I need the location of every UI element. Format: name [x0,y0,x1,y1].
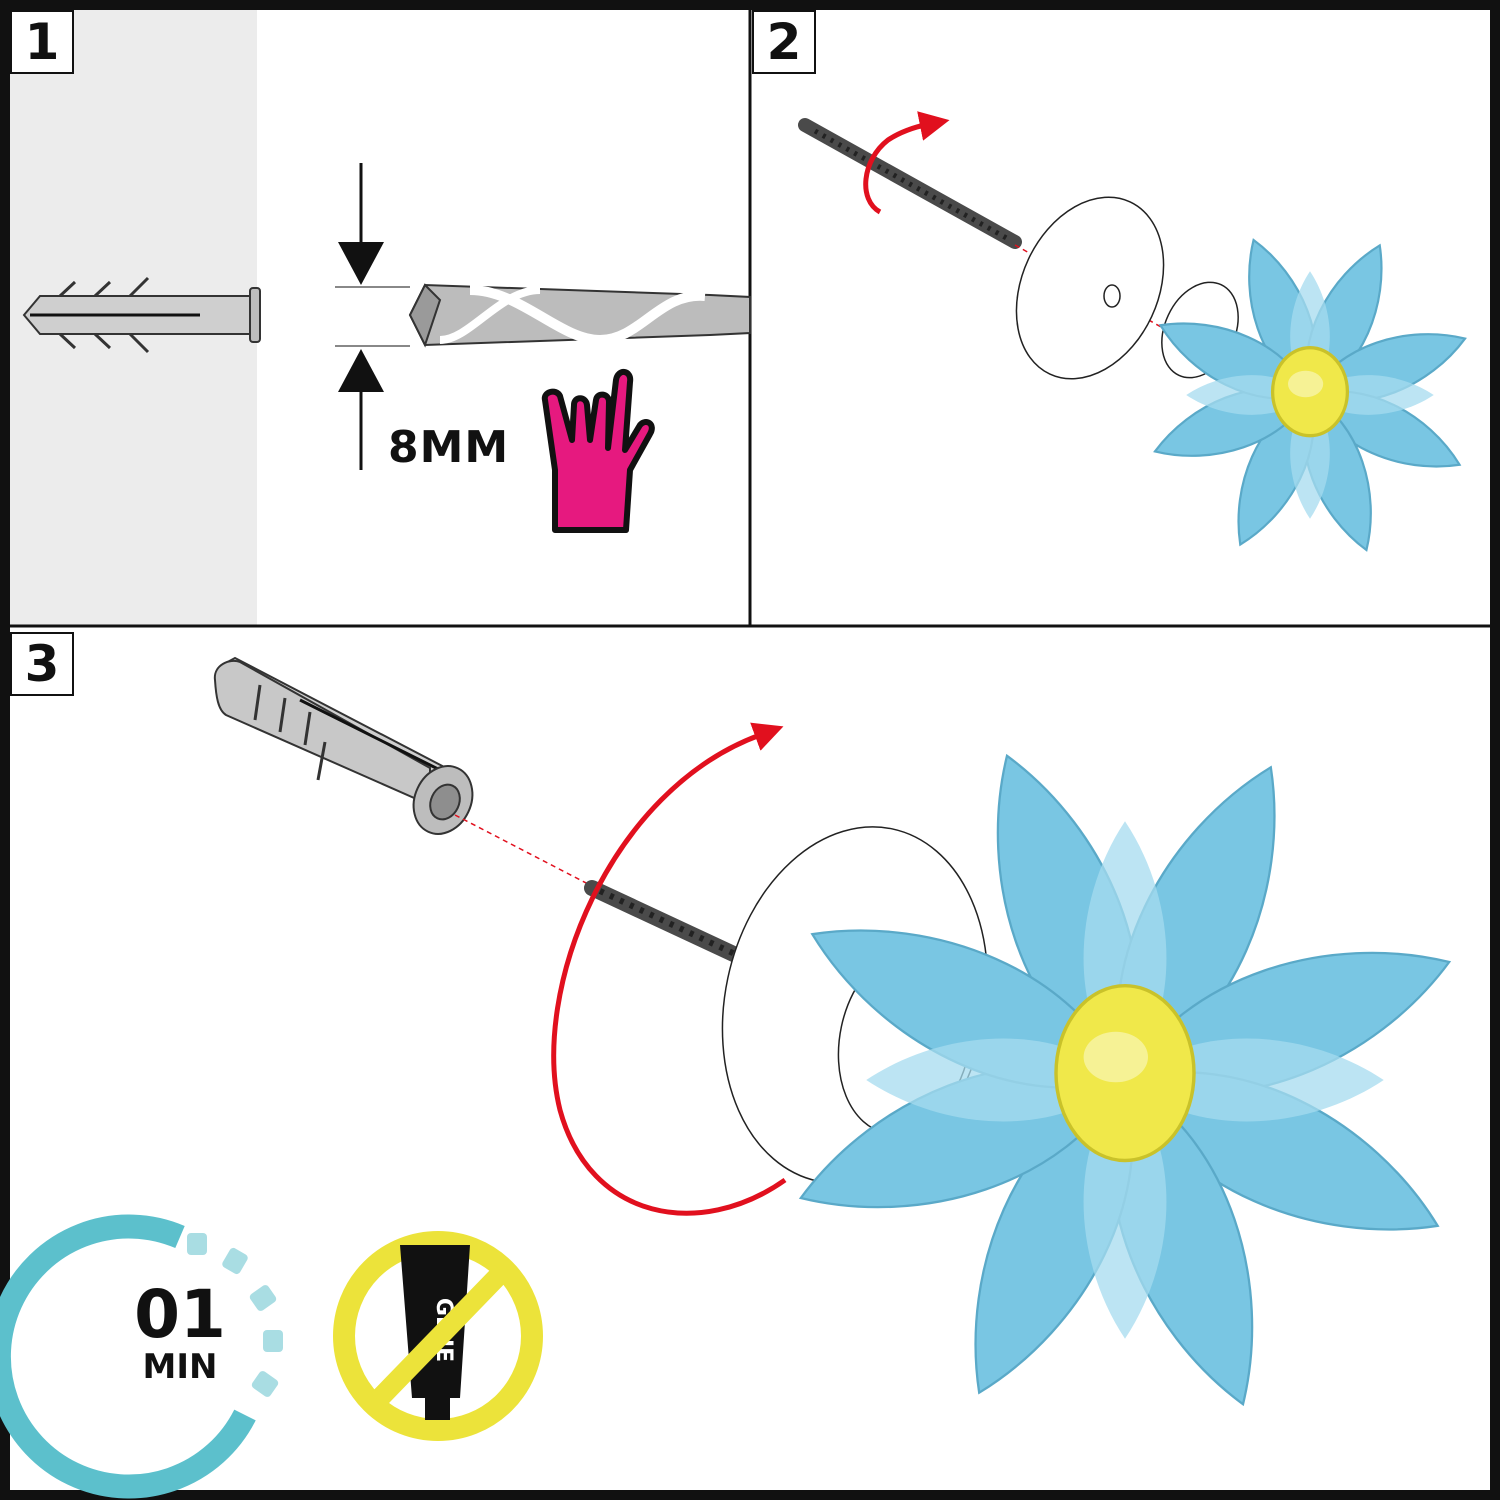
rock-hand-icon [541,369,655,533]
step-2-badge: 2 [752,10,816,74]
washer-icon [1015,196,1239,380]
timer-unit: MIN [142,1347,218,1387]
screw-icon [798,118,1022,249]
step-3-badge: 3 [10,632,74,696]
rotate-arrow-icon-large [551,722,787,1216]
flower-knob-icon [780,735,1470,1425]
screw-icon-large [584,880,748,965]
drill-size-label: 8MM [388,422,510,473]
rotate-arrow-icon [863,111,950,215]
step-1-badge: 1 [10,10,74,74]
timer-value: 01 [134,1276,226,1353]
drill-size-dimension [335,163,410,470]
flower-knob-icon-small [1144,229,1476,561]
no-glue-icon: GLUE [333,1231,543,1441]
wall-plug-icon [22,276,261,354]
timer-icon [0,1214,283,1499]
wall-plug-icon-3d [213,656,474,835]
drill-bit-icon [408,283,751,348]
